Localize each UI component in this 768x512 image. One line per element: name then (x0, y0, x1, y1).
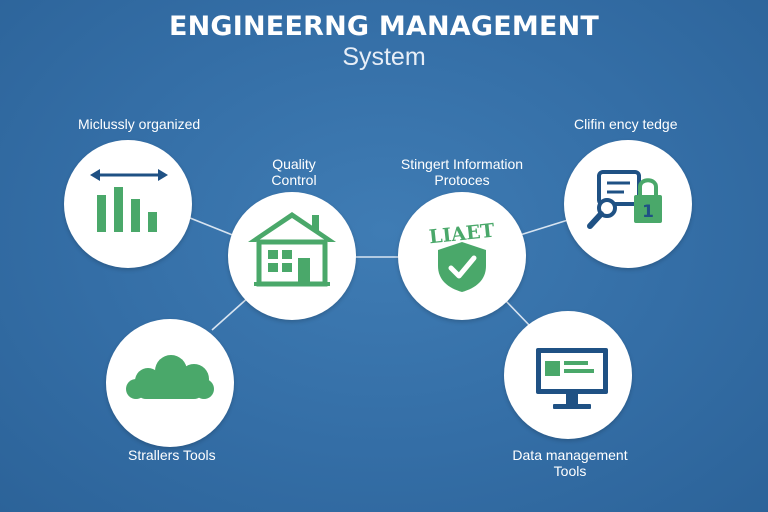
label-quality-line1: Quality (272, 156, 316, 172)
node-security: LIAET (398, 192, 526, 320)
diagram-subtitle: System (342, 43, 426, 71)
cloud-icon (126, 355, 214, 399)
label-lock: Clifin ency tedge (574, 116, 678, 132)
document-lock-search-icon: 1 (587, 170, 662, 229)
label-data-line1: Data management (512, 447, 628, 463)
node-quality (228, 192, 356, 320)
connector-quality-cloud (211, 295, 251, 331)
diagram-title: ENGINEERNG MANAGEMENT (168, 11, 600, 42)
connector-security-data (504, 299, 533, 329)
label-security-line2: Protoces (434, 172, 490, 188)
label-quality-line2: Control (271, 172, 317, 188)
connector-security-lock (519, 219, 569, 236)
node-cloud (106, 319, 234, 447)
lock-digit: 1 (642, 202, 654, 222)
node-lock: 1 (564, 140, 692, 268)
node-chart (64, 140, 192, 268)
label-security-line1: Stingert Information (400, 156, 524, 172)
label-quality: Quality Control (246, 156, 342, 188)
bar-chart-icon (90, 169, 168, 232)
node-data (504, 311, 632, 439)
label-chart: Miclussly organized (78, 116, 201, 132)
shield-check-icon: LIAET (428, 220, 496, 292)
label-security: Stingert Information Protoces (392, 156, 532, 188)
label-data: Data management Tools (505, 447, 635, 479)
label-cloud: Strallers Tools (128, 447, 216, 463)
label-data-line2: Tools (553, 463, 587, 479)
house-icon (248, 212, 336, 287)
monitor-icon (536, 348, 608, 409)
